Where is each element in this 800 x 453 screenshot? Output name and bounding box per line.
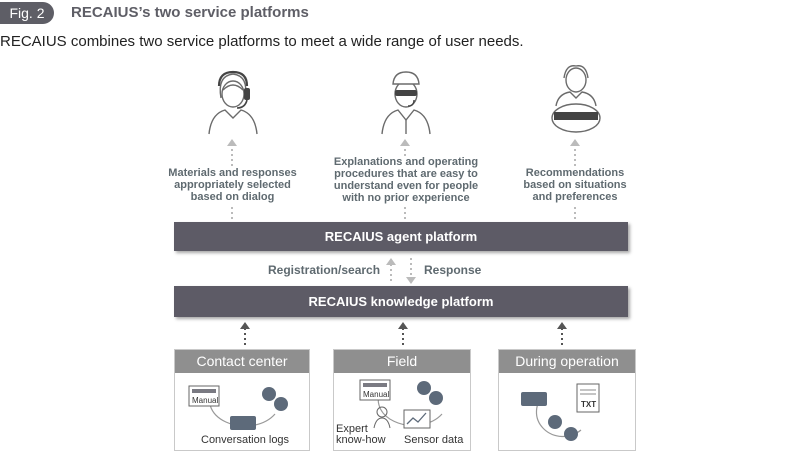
source-title: Field (334, 350, 470, 373)
conversation-logs-label: Conversation logs (201, 434, 290, 446)
caption-connector-1 (231, 207, 233, 223)
worker-cap-icon (381, 71, 431, 135)
during-operation-illustration (521, 383, 600, 441)
source-contact-center: Contact center Manual Conversation logs (174, 349, 310, 451)
arrow-up-contact-center (240, 322, 250, 346)
registration-search-label: Registration/search (268, 263, 381, 277)
arrow-up-registration (386, 258, 396, 284)
manual-label-2: Manual (363, 390, 390, 399)
source-title: Contact center (175, 350, 309, 373)
caption-connector-2 (404, 207, 406, 223)
figure-subtitle: RECAIUS combines two service platforms t… (0, 33, 524, 50)
operator-headset-icon (208, 70, 258, 135)
figure-title: RECAIUS’s two service platforms (71, 4, 309, 21)
txt-label: TXT (581, 400, 597, 409)
guide-robot-icon (551, 65, 601, 133)
contact-center-illustration (188, 385, 288, 430)
figure-badge: Fig. 2 (0, 2, 54, 24)
arrow-up-persona-2 (400, 139, 410, 156)
arrow-up-persona-1 (227, 139, 237, 166)
caption-connector-3 (574, 207, 576, 223)
arrow-up-field (398, 322, 408, 346)
knowledge-platform-bar: RECAIUS knowledge platform (174, 286, 628, 317)
response-label: Response (424, 263, 482, 277)
field-illustration (359, 379, 443, 429)
arrow-down-response (406, 258, 416, 284)
arrow-up-persona-3 (570, 139, 580, 166)
arrow-up-during-operation (557, 322, 567, 346)
manual-label-1: Manual (192, 396, 219, 405)
source-title: During operation (499, 350, 635, 373)
sensor-data-label: Sensor data (404, 434, 464, 446)
source-during-operation: During operation TXT (498, 349, 636, 451)
agent-platform-bar: RECAIUS agent platform (174, 222, 628, 251)
